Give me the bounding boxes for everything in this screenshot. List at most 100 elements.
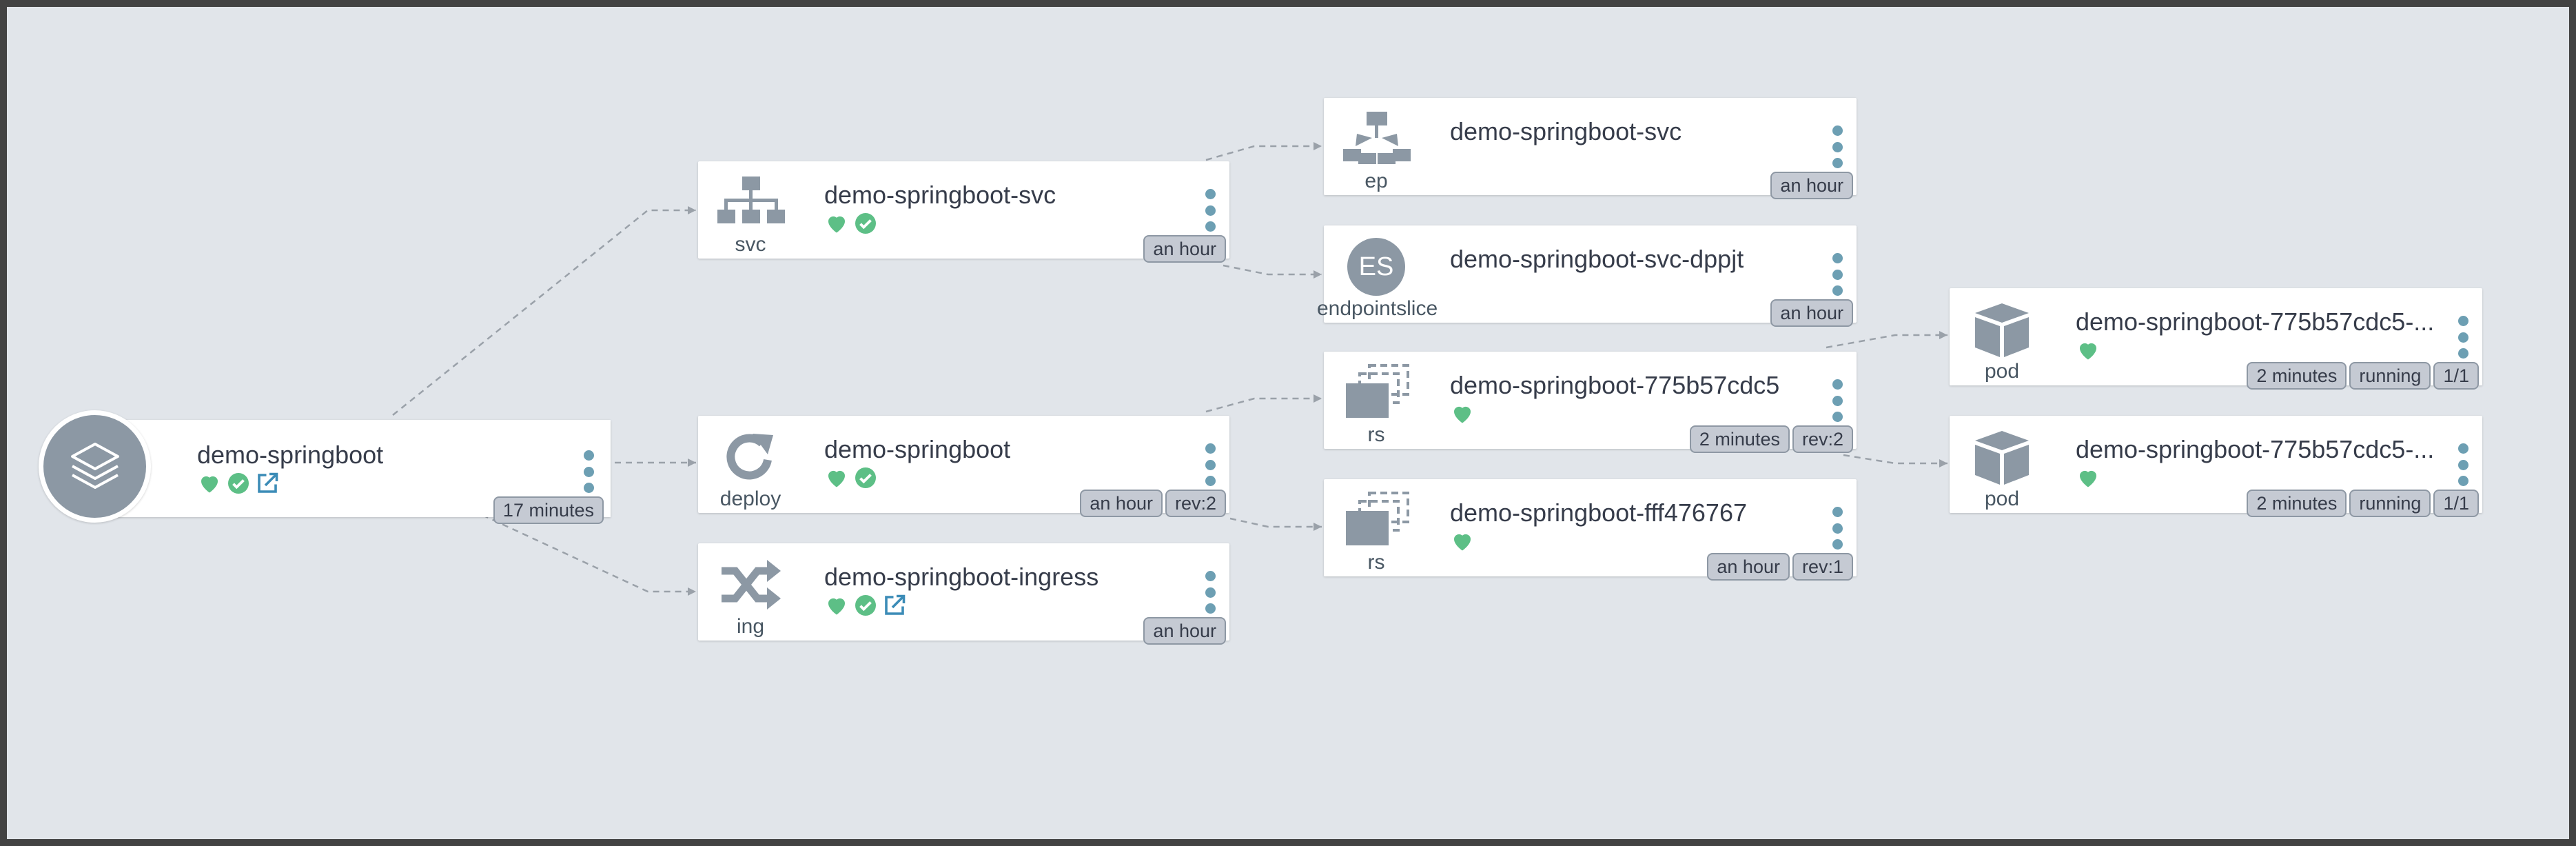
age-tag: 2 minutes xyxy=(1689,425,1790,453)
edge-svc-eps xyxy=(1223,264,1322,276)
node-menu-button[interactable] xyxy=(1832,507,1843,550)
edge-rs1-pod2 xyxy=(1843,454,1948,465)
node-pod-1[interactable]: pod demo-springboot-775b57cdc5-... 2 min… xyxy=(1950,288,2482,390)
node-title[interactable]: demo-springboot-svc xyxy=(1450,117,1682,145)
heart-icon xyxy=(1454,406,1471,423)
node-ep[interactable]: ep demo-springboot-svc an hour xyxy=(1324,98,1857,199)
age-tag: an hour xyxy=(1770,172,1853,199)
node-menu-button[interactable] xyxy=(1832,125,1843,168)
node-kind-label: pod xyxy=(1984,360,2020,383)
edge-rs1-pod1 xyxy=(1826,334,1948,349)
heart-icon xyxy=(1454,534,1471,551)
icon-box xyxy=(1338,492,1415,550)
app-title[interactable]: demo-springboot xyxy=(197,441,384,469)
node-menu-button[interactable] xyxy=(2457,443,2468,486)
node-title[interactable]: demo-springboot-svc-dppjt xyxy=(1450,245,1744,273)
es-badge-icon: ES xyxy=(1347,238,1405,296)
node-title[interactable]: demo-springboot-fff476767 xyxy=(1450,498,1747,527)
heart-icon xyxy=(828,216,845,233)
node-svc[interactable]: svc demo-springboot-svc an hour xyxy=(698,161,1229,263)
layers-icon xyxy=(70,442,119,489)
node-menu-button[interactable] xyxy=(1205,189,1216,232)
node-menu-button[interactable] xyxy=(1205,571,1216,614)
node-deploy[interactable]: deploy demo-springboot an hour rev:2 xyxy=(698,416,1229,517)
app-node[interactable]: demo-springboot 17 minutes xyxy=(39,410,611,524)
node-kind-label: pod xyxy=(1984,487,2020,510)
edge-svc-ep xyxy=(1205,145,1322,161)
node-endpointslice[interactable]: ES endpointslice demo-springboot-svc-dpp… xyxy=(1317,225,1857,327)
check-circle-icon xyxy=(855,467,876,488)
redo-arrow-icon xyxy=(726,434,773,480)
edge-deploy-rs1 xyxy=(1205,397,1322,413)
network-tree-icon xyxy=(717,177,785,223)
revision-tag: rev:1 xyxy=(1792,553,1853,581)
node-title[interactable]: demo-springboot-775b57cdc5-... xyxy=(2076,308,2435,336)
edges-layer xyxy=(392,142,1948,596)
node-status xyxy=(2076,465,2100,490)
node-kind-label: endpointslice xyxy=(1317,297,1438,320)
ready-tag: 1/1 xyxy=(2433,490,2479,517)
node-menu-button[interactable] xyxy=(2457,316,2468,359)
heart-icon xyxy=(2080,343,2096,360)
external-link-icon[interactable] xyxy=(882,593,907,618)
heart-icon xyxy=(828,470,845,487)
node-status xyxy=(824,593,907,618)
node-title[interactable]: demo-springboot xyxy=(824,435,1011,463)
age-tag: an hour xyxy=(1707,553,1790,581)
node-rs-fff476767[interactable]: rs demo-springboot-fff476767 an hour rev… xyxy=(1324,479,1857,581)
icon-box: ES xyxy=(1338,238,1415,296)
icon-box xyxy=(712,428,789,486)
external-link-icon[interactable] xyxy=(255,471,280,496)
node-tags: an hour rev:1 xyxy=(1707,553,1853,581)
age-tag: an hour xyxy=(1080,490,1163,517)
node-status xyxy=(824,465,878,490)
revision-tag: rev:2 xyxy=(1165,490,1226,517)
node-tags: an hour xyxy=(1770,172,1853,199)
node-menu-button[interactable] xyxy=(1832,379,1843,422)
node-tags: an hour xyxy=(1143,617,1226,645)
node-status xyxy=(2076,338,2100,363)
age-tag: 2 minutes xyxy=(2247,490,2347,517)
node-kind-label: ep xyxy=(1364,170,1388,192)
node-kind-label: deploy xyxy=(719,487,781,510)
node-tags: 2 minutes running 1/1 xyxy=(2247,362,2479,390)
icon-box xyxy=(1338,364,1415,422)
node-ing[interactable]: ing demo-springboot-ingress an hour xyxy=(698,543,1229,645)
node-menu-button[interactable] xyxy=(1832,253,1843,296)
node-tags: an hour xyxy=(1770,299,1853,327)
icon-box xyxy=(712,556,789,614)
clone-icon xyxy=(1346,364,1409,418)
node-status xyxy=(1450,401,1475,426)
sitemap-icon xyxy=(1343,112,1411,164)
shuffle-icon xyxy=(722,560,781,610)
edge-app-ing xyxy=(482,514,696,593)
node-tags: 2 minutes running 1/1 xyxy=(2247,490,2479,517)
age-tag: an hour xyxy=(1143,617,1226,645)
node-title[interactable]: demo-springboot-775b57cdc5-... xyxy=(2076,435,2435,463)
icon-box xyxy=(712,174,789,232)
node-pod-2[interactable]: pod demo-springboot-775b57cdc5-... 2 min… xyxy=(1950,416,2482,517)
icon-box xyxy=(1963,428,2041,486)
app-tags: 17 minutes xyxy=(493,496,604,524)
app-menu-button[interactable] xyxy=(583,450,594,493)
node-rs-775b57cdc5[interactable]: rs demo-springboot-775b57cdc5 2 minutes … xyxy=(1324,352,1857,453)
node-kind-label: rs xyxy=(1367,551,1385,574)
age-tag: 17 minutes xyxy=(493,496,604,524)
check-circle-icon xyxy=(855,213,876,234)
cube-icon xyxy=(1975,431,2029,485)
icon-box xyxy=(1338,110,1415,168)
age-tag: an hour xyxy=(1143,235,1226,263)
heart-icon xyxy=(201,476,218,493)
node-title[interactable]: demo-springboot-svc xyxy=(824,181,1056,209)
node-tags: 2 minutes rev:2 xyxy=(1689,425,1853,453)
resource-tree-canvas[interactable]: demo-springboot 17 minutes svc de xyxy=(7,7,2569,839)
age-tag: 2 minutes xyxy=(2247,362,2347,390)
node-title[interactable]: demo-springboot-775b57cdc5 xyxy=(1450,371,1780,399)
clone-icon xyxy=(1346,492,1409,545)
check-circle-icon xyxy=(855,595,876,616)
node-menu-button[interactable] xyxy=(1205,443,1216,486)
node-title[interactable]: demo-springboot-ingress xyxy=(824,563,1099,591)
heart-icon xyxy=(828,598,845,615)
app-status xyxy=(197,471,280,496)
icon-box xyxy=(1963,301,2041,359)
